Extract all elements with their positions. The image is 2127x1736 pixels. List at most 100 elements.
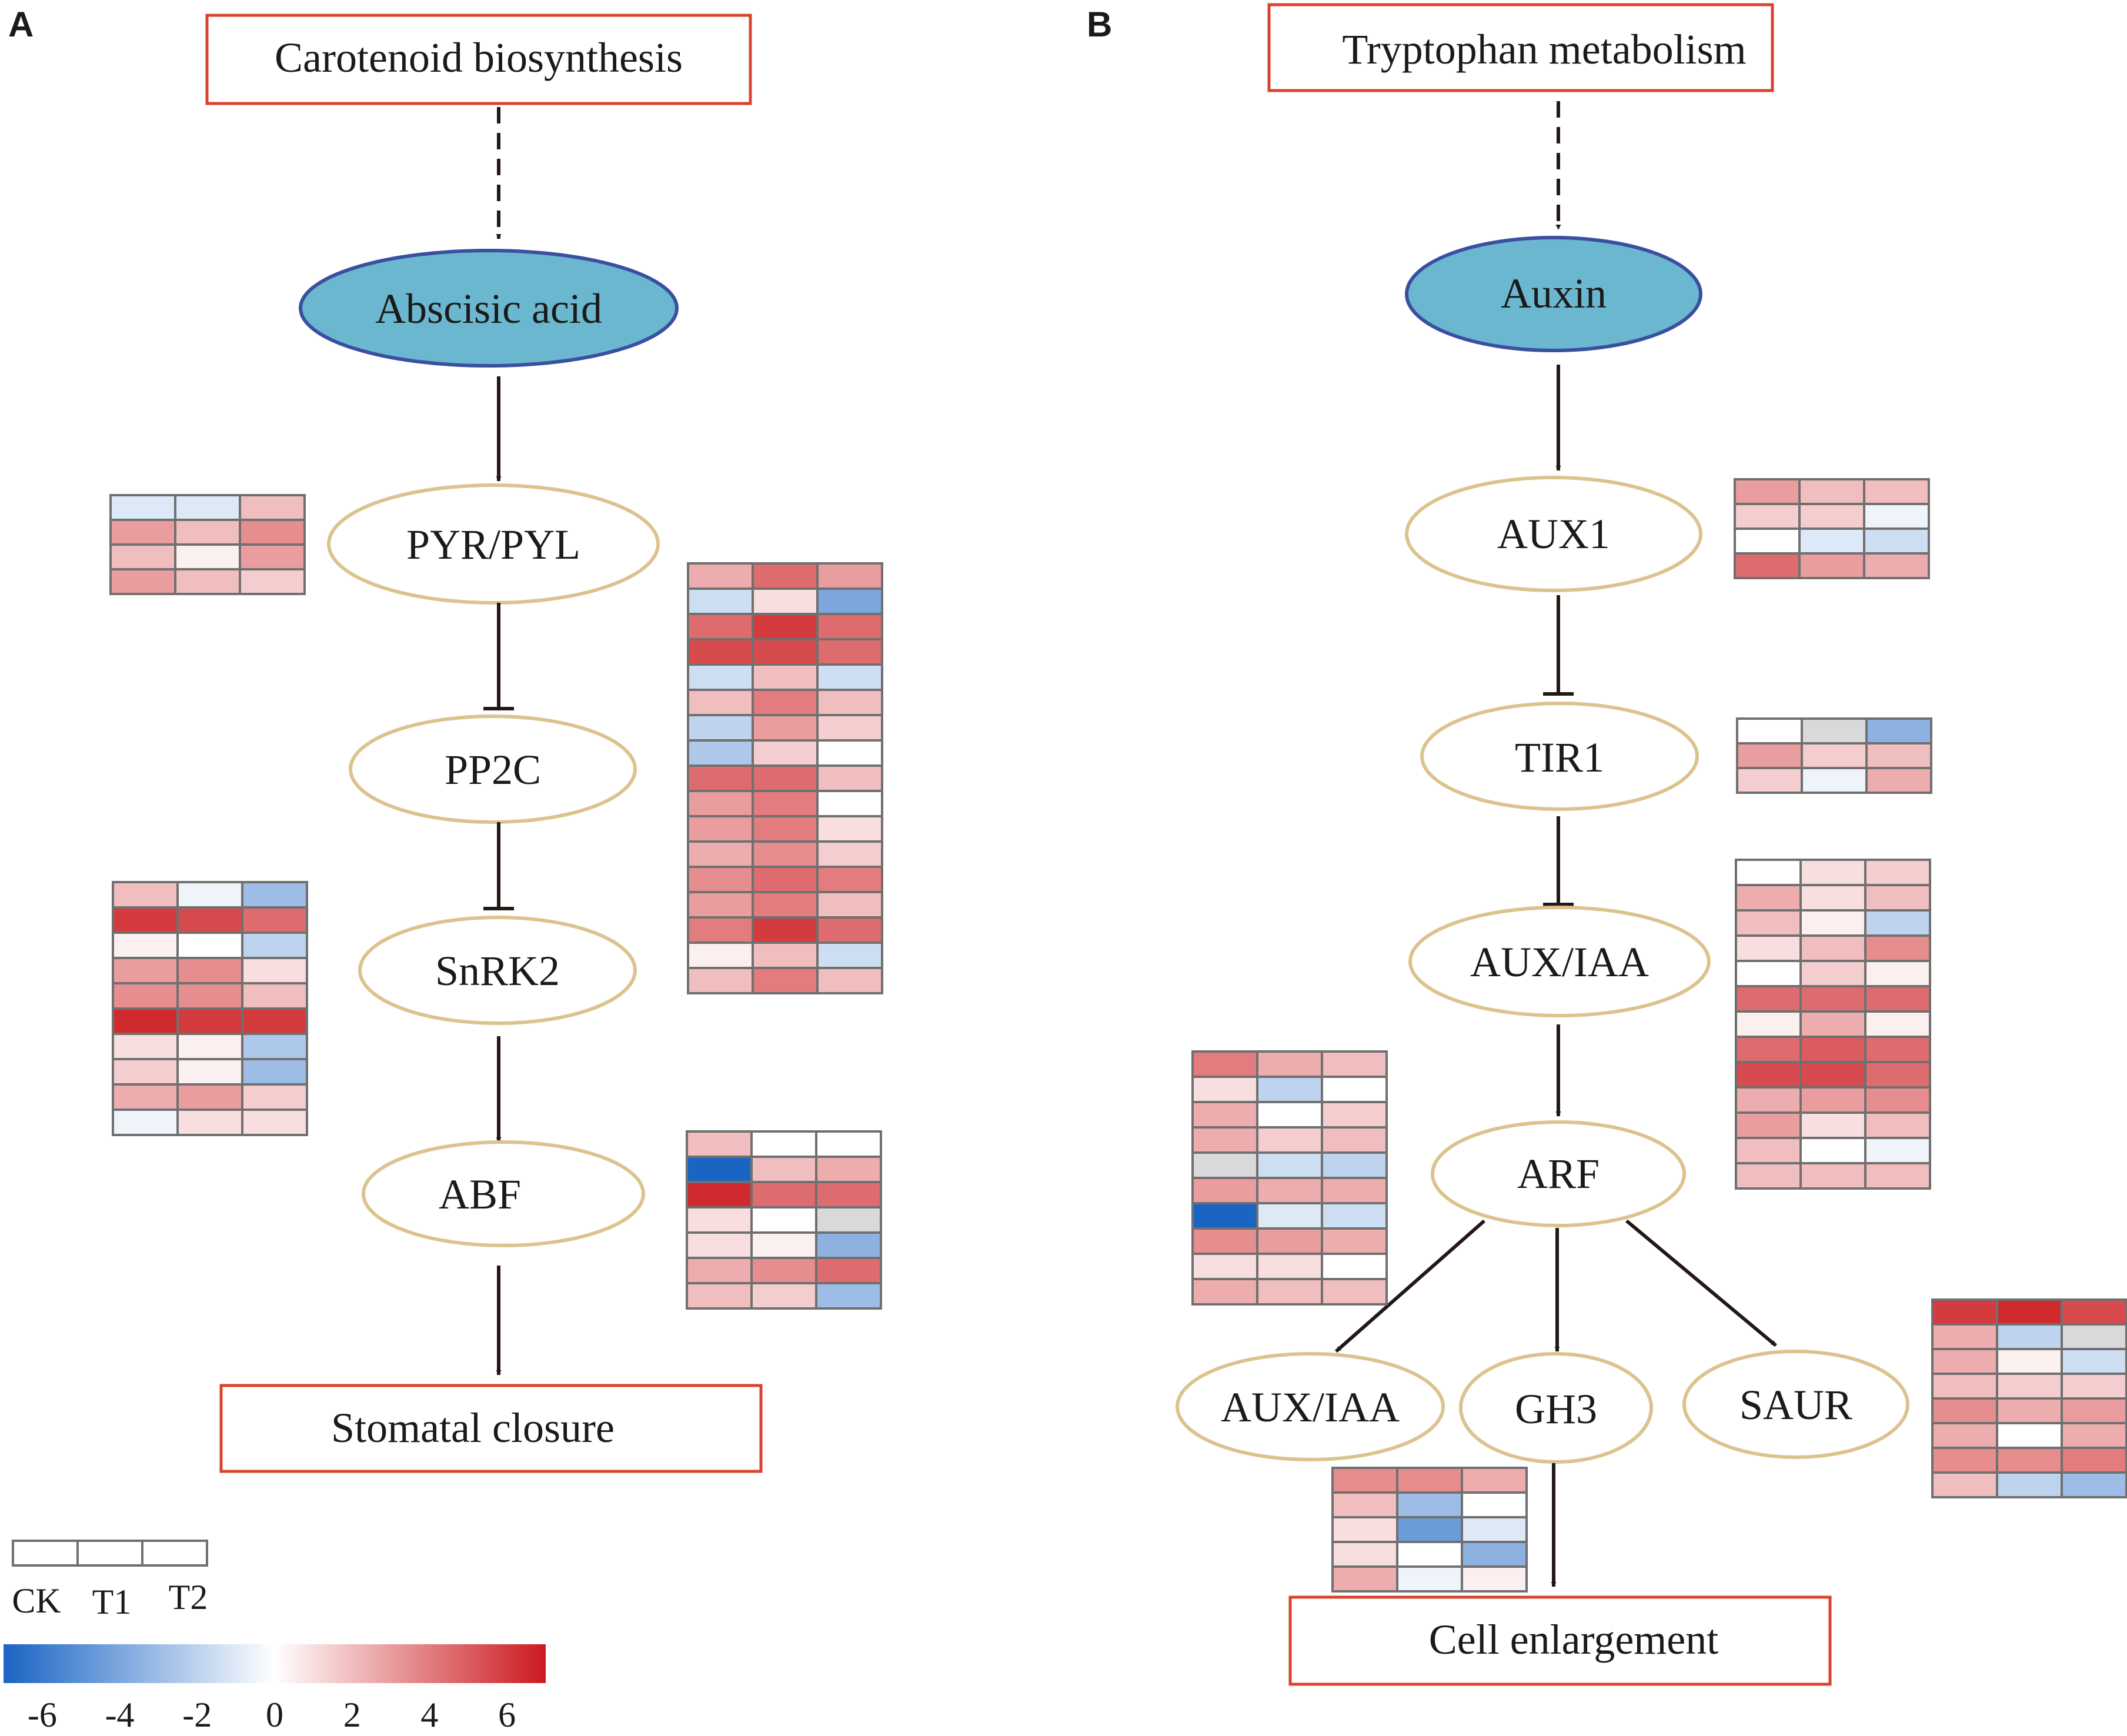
heatmap-cell	[2061, 1447, 2127, 1474]
heatmap-cell	[815, 1257, 882, 1284]
heatmap-cell	[816, 739, 883, 767]
heatmap-cell	[112, 1083, 179, 1111]
heatmap-cell	[1735, 909, 1802, 937]
heatmap-cell	[1864, 1036, 1931, 1063]
gh3-label: GH3	[1515, 1386, 1597, 1433]
heatmap-cell	[112, 906, 179, 934]
heatmap-cell	[1396, 1565, 1463, 1593]
heatmap-cell	[1931, 1471, 1998, 1498]
heatmap-cell	[752, 790, 819, 817]
heatmap-cell	[1864, 1162, 1931, 1190]
heatmap-cell	[1736, 717, 1803, 745]
heatmap-cell	[1256, 1278, 1323, 1306]
heatmap-cell	[1996, 1298, 2063, 1326]
auxin-label: Auxin	[1501, 270, 1607, 317]
heatmap-cell	[112, 1058, 179, 1086]
legend-col-t2: T2	[169, 1578, 208, 1617]
heatmap-cell	[752, 562, 819, 590]
heatmap-gh3	[1331, 1467, 1528, 1593]
heatmap-cell	[1799, 934, 1866, 962]
heatmap-cell	[1734, 552, 1801, 579]
heatmap-cell	[241, 1109, 308, 1136]
heatmap-cell	[1321, 1076, 1388, 1103]
heatmap-cell	[752, 638, 819, 666]
heatmap-cell	[12, 1540, 79, 1567]
heatmap-cell	[1331, 1565, 1398, 1593]
heatmap-cell	[752, 613, 819, 640]
heatmap-cell	[687, 613, 754, 640]
heatmap-cell	[1798, 478, 1865, 505]
abf-node	[362, 1140, 645, 1247]
heatmap-cell	[1931, 1373, 1998, 1400]
heatmap-cell	[1321, 1227, 1388, 1255]
heatmap-cell	[686, 1181, 753, 1208]
aux1-label: AUX1	[1497, 510, 1610, 557]
heatmap-cell	[1191, 1202, 1258, 1230]
heatmap-cell	[1864, 1061, 1931, 1089]
saur-node	[1682, 1350, 1909, 1459]
heatmap-cell	[1996, 1373, 2063, 1400]
legend-col-ck: CK	[12, 1581, 61, 1620]
heatmap-cell	[176, 881, 243, 909]
aux-iaa-node	[1408, 906, 1711, 1017]
arf-label: ARF	[1517, 1150, 1600, 1197]
heatmap-cell	[1256, 1101, 1323, 1129]
heatmap-pyr-left	[112, 881, 308, 1136]
heatmap-cell	[750, 1156, 817, 1183]
heatmap-cell	[1256, 1227, 1323, 1255]
heatmap-cell	[1256, 1076, 1323, 1103]
heatmap-cell	[1864, 884, 1931, 912]
heatmap-cell	[174, 494, 241, 521]
heatmap-cell	[1799, 1137, 1866, 1164]
heatmap-cell	[1735, 934, 1802, 962]
arrow-arf-auxiaa	[1335, 1219, 1485, 1353]
heatmap-cell	[816, 613, 883, 640]
heatmap-cell	[687, 764, 754, 792]
heatmap-cell	[816, 790, 883, 817]
stomatal-closure-box	[219, 1384, 763, 1473]
heatmap-cell	[112, 881, 179, 909]
heatmap-cell	[2061, 1373, 2127, 1400]
heatmap-cell	[1931, 1348, 1998, 1375]
tryptophan-box-label: Tryptophan metabolism	[1342, 26, 1746, 73]
heatmap-cell	[752, 916, 819, 944]
heatmap-cell	[141, 1540, 208, 1567]
heatmap-cell	[816, 815, 883, 843]
heatmap-cell	[241, 881, 308, 909]
heatmap-cell	[686, 1156, 753, 1183]
heatmap-abf	[686, 1130, 882, 1310]
heatmap-cell	[752, 840, 819, 868]
heatmap-cell	[1799, 1111, 1866, 1139]
heatmap-cell	[752, 587, 819, 615]
heatmap-cell	[239, 519, 306, 546]
aux1-node	[1405, 476, 1702, 592]
heatmap-cell	[176, 1083, 243, 1111]
cell-enlargement-label: Cell enlargement	[1429, 1616, 1719, 1663]
heatmap-cell	[1191, 1151, 1258, 1179]
heatmap-cell	[1256, 1050, 1323, 1078]
heatmap-cell	[815, 1231, 882, 1259]
heatmap-cell	[176, 932, 243, 959]
heatmap-arf	[1191, 1050, 1388, 1306]
heatmap-cell	[241, 1033, 308, 1060]
heatmap-cell	[1799, 960, 1866, 987]
heatmap-cell	[239, 494, 306, 521]
heatmap-cell	[1798, 503, 1865, 530]
heatmap-cell	[752, 764, 819, 792]
heatmap-cell	[816, 967, 883, 994]
heatmap-cell	[1931, 1323, 1998, 1350]
heatmap-cell	[687, 714, 754, 742]
pyr-pyl-node	[327, 483, 660, 605]
stomatal-closure-label: Stomatal closure	[331, 1404, 615, 1451]
heatmap-cell	[1321, 1278, 1388, 1306]
heatmap-cell	[750, 1206, 817, 1234]
heatmap-cell	[1865, 742, 1932, 769]
heatmap-cell	[816, 689, 883, 716]
heatmap-cell	[816, 638, 883, 666]
heatmap-cell	[687, 638, 754, 666]
heatmap-cell	[1331, 1491, 1398, 1518]
heatmap-cell	[816, 916, 883, 944]
heatmap-cell	[1735, 1137, 1802, 1164]
heatmap-cell	[1801, 717, 1868, 745]
